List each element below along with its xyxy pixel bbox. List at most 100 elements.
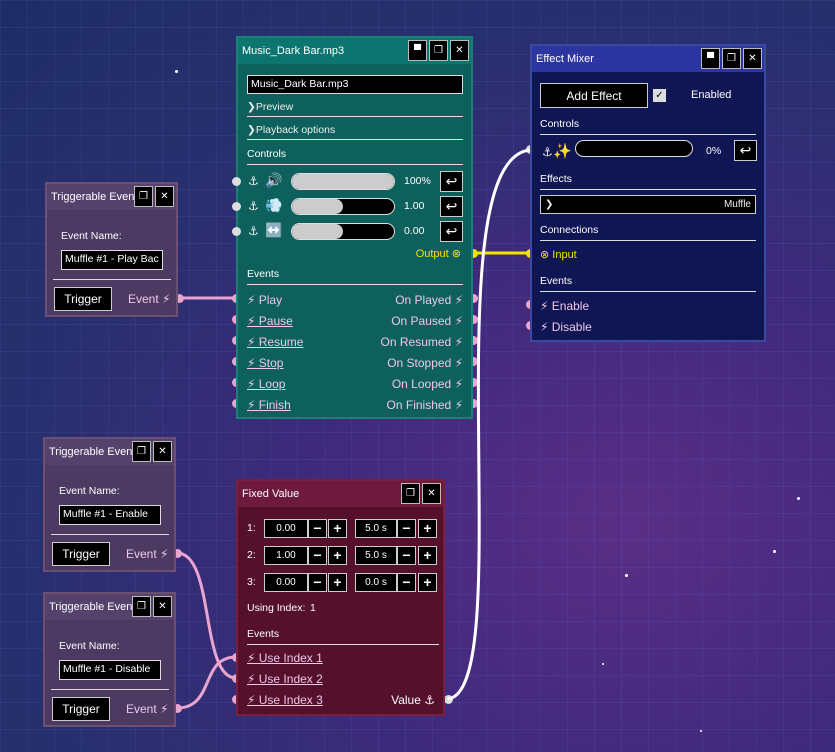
minus-icon[interactable]: − xyxy=(308,519,327,538)
background-star xyxy=(797,497,800,500)
play-input[interactable]: ⚡ Play xyxy=(247,293,283,307)
minus-icon[interactable]: − xyxy=(397,546,416,565)
divider xyxy=(51,689,169,690)
window-icon[interactable]: ❐ xyxy=(134,186,153,207)
reset-icon[interactable]: ↩ xyxy=(440,171,463,192)
minus-icon[interactable]: − xyxy=(397,519,416,538)
effect-row-muffle[interactable]: ❯ Muffle xyxy=(540,195,756,214)
wire-trigger3-index1 xyxy=(176,655,237,710)
trigger-titlebar[interactable]: Triggerable Event ❐ ✕ xyxy=(47,184,176,210)
minimize-icon[interactable]: ▀ xyxy=(701,48,720,69)
close-icon[interactable]: ✕ xyxy=(153,596,172,617)
stop-input[interactable]: ⚡ Stop xyxy=(247,356,284,370)
on-played-output: On Played ⚡ xyxy=(395,293,463,307)
plus-icon[interactable]: + xyxy=(328,573,347,592)
trigger-button[interactable]: Trigger xyxy=(52,542,110,566)
close-icon[interactable]: ✕ xyxy=(743,48,762,69)
filename-input[interactable]: Music_Dark Bar.mp3 xyxy=(247,75,463,94)
anchor-icon: ⚓ xyxy=(248,224,259,238)
close-icon[interactable]: ✕ xyxy=(450,40,469,61)
use-index-2-input[interactable]: ⚡ Use Index 2 xyxy=(247,672,323,686)
value-input[interactable]: 0.00 xyxy=(264,519,308,538)
speed-value: 1.00 xyxy=(404,200,425,212)
value-output-port[interactable] xyxy=(444,695,453,704)
resume-input[interactable]: ⚡ Resume xyxy=(247,335,304,349)
preview-toggle[interactable]: ❯Preview xyxy=(247,101,463,117)
enable-input[interactable]: ⚡ Enable xyxy=(540,299,590,313)
slider2-input-port[interactable] xyxy=(232,202,241,211)
music-player-panel[interactable]: Music_Dark Bar.mp3 ▀ ❐ ✕ Music_Dark Bar.… xyxy=(232,36,473,419)
disable-input[interactable]: ⚡ Disable xyxy=(540,320,592,334)
slider1-input-port[interactable] xyxy=(232,177,241,186)
enabled-checkbox[interactable]: ✓ xyxy=(653,89,666,102)
window-icon[interactable]: ❐ xyxy=(722,48,741,69)
triggerable-event-panel-1[interactable]: Triggerable Event ❐ ✕ Event Name: Muffle… xyxy=(45,182,178,317)
reset-icon[interactable]: ↩ xyxy=(440,221,463,242)
music-titlebar[interactable]: Music_Dark Bar.mp3 ▀ ❐ ✕ xyxy=(238,38,471,64)
window-icon[interactable]: ❐ xyxy=(401,483,420,504)
effect-amount-slider[interactable] xyxy=(575,140,693,157)
close-icon[interactable]: ✕ xyxy=(422,483,441,504)
value-input[interactable]: 0.00 xyxy=(264,573,308,592)
background-star xyxy=(773,550,776,553)
panel-title: Triggerable Event xyxy=(51,191,138,203)
plus-icon[interactable]: + xyxy=(418,546,437,565)
minimize-icon[interactable]: ▀ xyxy=(408,40,427,61)
mixer-titlebar[interactable]: Effect Mixer ▀ ❐ ✕ xyxy=(532,46,764,72)
triggerable-event-panel-2[interactable]: Triggerable Event ❐ ✕ Event Name: Muffle… xyxy=(43,437,176,572)
event-name-label: Event Name: xyxy=(59,640,120,652)
output-label: Output ⊗ xyxy=(415,248,461,260)
trigger-titlebar[interactable]: Triggerable Event ❐ ✕ xyxy=(45,439,174,465)
add-effect-button[interactable]: Add Effect xyxy=(540,83,648,108)
trigger-button[interactable]: Trigger xyxy=(54,287,112,311)
plus-icon[interactable]: + xyxy=(328,519,347,538)
use-index-3-input[interactable]: ⚡ Use Index 3 xyxy=(247,693,323,707)
slider3-input-port[interactable] xyxy=(232,227,241,236)
reset-icon[interactable]: ↩ xyxy=(440,196,463,217)
use-index-1-input[interactable]: ⚡ Use Index 1 xyxy=(247,651,323,665)
on-stopped-output: On Stopped ⚡ xyxy=(387,356,463,370)
time-input[interactable]: 5.0 s xyxy=(355,519,397,538)
slider-fill xyxy=(292,224,343,239)
on-paused-output: On Paused ⚡ xyxy=(391,314,463,328)
pause-input[interactable]: ⚡ Pause xyxy=(247,314,293,328)
reset-icon[interactable]: ↩ xyxy=(734,140,757,161)
trigger-titlebar[interactable]: Triggerable Event ❐ ✕ xyxy=(45,594,174,620)
event-name-input[interactable]: Muffle #1 - Enable xyxy=(59,505,161,525)
finish-input[interactable]: ⚡ Finish xyxy=(247,398,291,412)
window-icon[interactable]: ❐ xyxy=(429,40,448,61)
time-input[interactable]: 0.0 s xyxy=(355,573,397,592)
minus-icon[interactable]: − xyxy=(397,573,416,592)
volume-value: 100% xyxy=(404,175,431,187)
events-section-label: Events xyxy=(540,275,756,292)
effect-mixer-panel[interactable]: Effect Mixer ▀ ❐ ✕ Add Effect ✓ Enabled … xyxy=(530,44,766,342)
plus-icon[interactable]: + xyxy=(328,546,347,565)
using-index-label: Using Index: xyxy=(247,602,306,614)
event-name-input[interactable]: Muffle #1 - Disable xyxy=(59,660,161,680)
volume-slider[interactable] xyxy=(291,173,395,190)
playback-options-toggle[interactable]: ❯Playback options xyxy=(247,124,463,140)
loop-input[interactable]: ⚡ Loop xyxy=(247,377,286,391)
time-input[interactable]: 5.0 s xyxy=(355,546,397,565)
background-star xyxy=(700,730,702,732)
pan-slider[interactable] xyxy=(291,223,395,240)
background-star xyxy=(602,663,604,665)
fixed-value-panel[interactable]: Fixed Value ❐ ✕ 1: 0.00 − + 5.0 s − + 2:… xyxy=(236,479,445,716)
close-icon[interactable]: ✕ xyxy=(153,441,172,462)
fixed-titlebar[interactable]: Fixed Value ❐ ✕ xyxy=(238,481,443,507)
speed-slider[interactable] xyxy=(291,198,395,215)
event-name-input[interactable]: Muffle #1 - Play Bac xyxy=(61,250,163,270)
trigger-button[interactable]: Trigger xyxy=(52,697,110,721)
triggerable-event-panel-3[interactable]: Triggerable Event ❐ ✕ Event Name: Muffle… xyxy=(43,592,176,727)
minus-icon[interactable]: − xyxy=(308,546,327,565)
window-icon[interactable]: ❐ xyxy=(132,441,151,462)
close-icon[interactable]: ✕ xyxy=(155,186,174,207)
minus-icon[interactable]: − xyxy=(308,573,327,592)
plus-icon[interactable]: + xyxy=(418,573,437,592)
plus-icon[interactable]: + xyxy=(418,519,437,538)
event-name-label: Event Name: xyxy=(61,230,122,242)
window-icon[interactable]: ❐ xyxy=(132,596,151,617)
row-index: 3: xyxy=(247,576,256,588)
background-star xyxy=(625,574,628,577)
value-input[interactable]: 1.00 xyxy=(264,546,308,565)
